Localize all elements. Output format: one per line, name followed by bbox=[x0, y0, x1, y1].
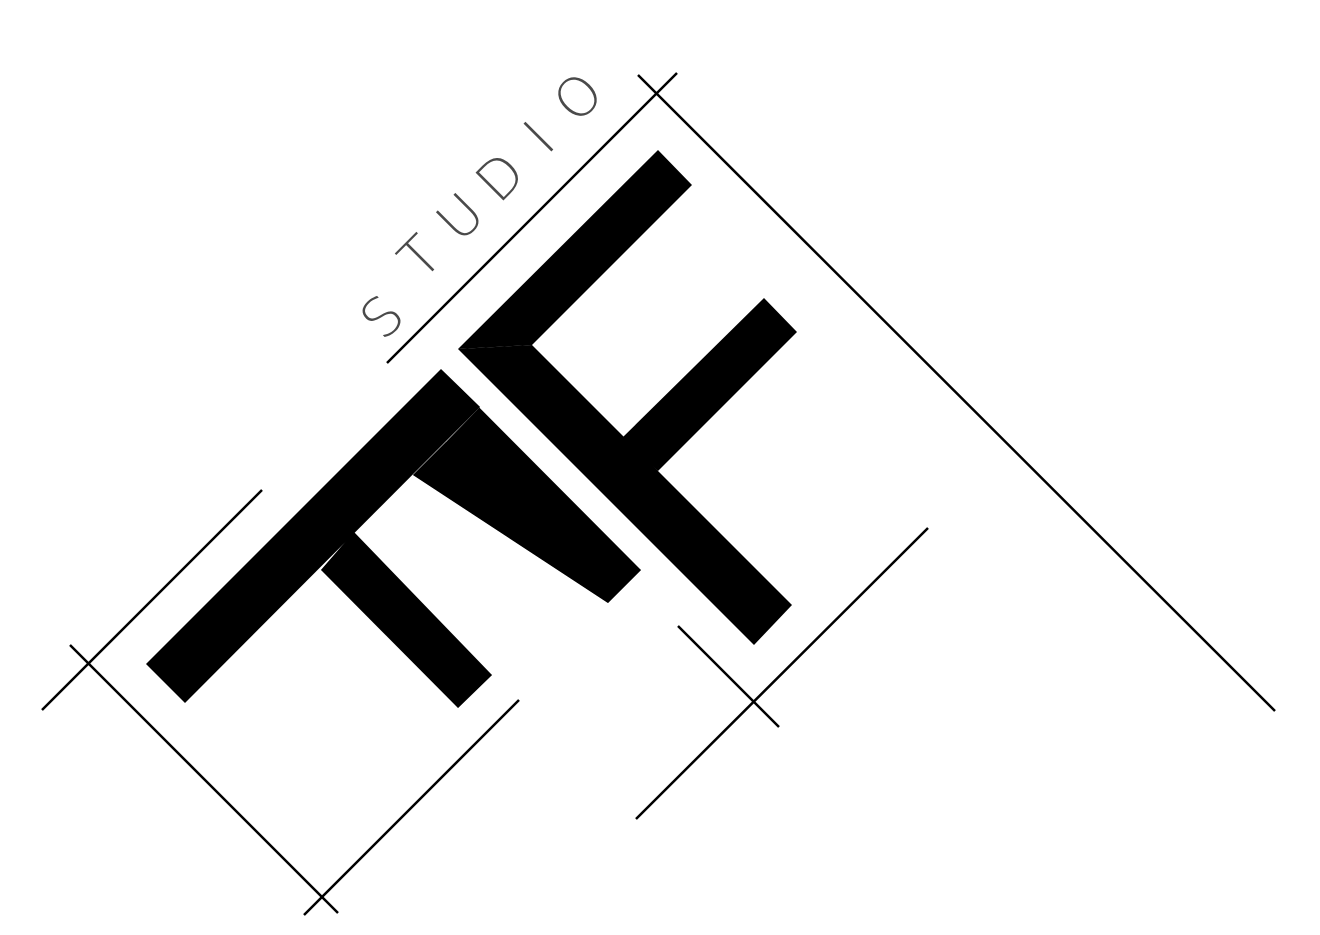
bottom-guide-line bbox=[303, 699, 520, 916]
f-spine-lower bbox=[458, 345, 792, 645]
t-right-arm-edge bbox=[413, 369, 641, 603]
top-guide-line bbox=[386, 72, 678, 364]
lower-right-guide-line bbox=[635, 527, 929, 820]
f-middle-bar bbox=[622, 298, 797, 471]
right-diagonal-line bbox=[637, 74, 1276, 712]
construction-lines bbox=[41, 72, 1276, 916]
wordmark-letter-t: T bbox=[386, 223, 454, 291]
tf-monogram bbox=[146, 150, 797, 708]
middle-short-diagonal-line bbox=[677, 625, 780, 728]
studio-wordmark: S T U D I O bbox=[348, 60, 616, 352]
wordmark-letter-s: S bbox=[348, 283, 417, 352]
wordmark-letter-i: I bbox=[511, 109, 567, 165]
wordmark-letter-o: O bbox=[541, 60, 616, 135]
t-stem-body bbox=[321, 532, 492, 708]
t-crossbar bbox=[146, 369, 480, 703]
left-lower-diagonal-line bbox=[69, 644, 339, 914]
left-upper-guide-line bbox=[41, 489, 263, 711]
f-spine-upper bbox=[458, 150, 692, 349]
wordmark-letter-d: D bbox=[463, 140, 537, 214]
